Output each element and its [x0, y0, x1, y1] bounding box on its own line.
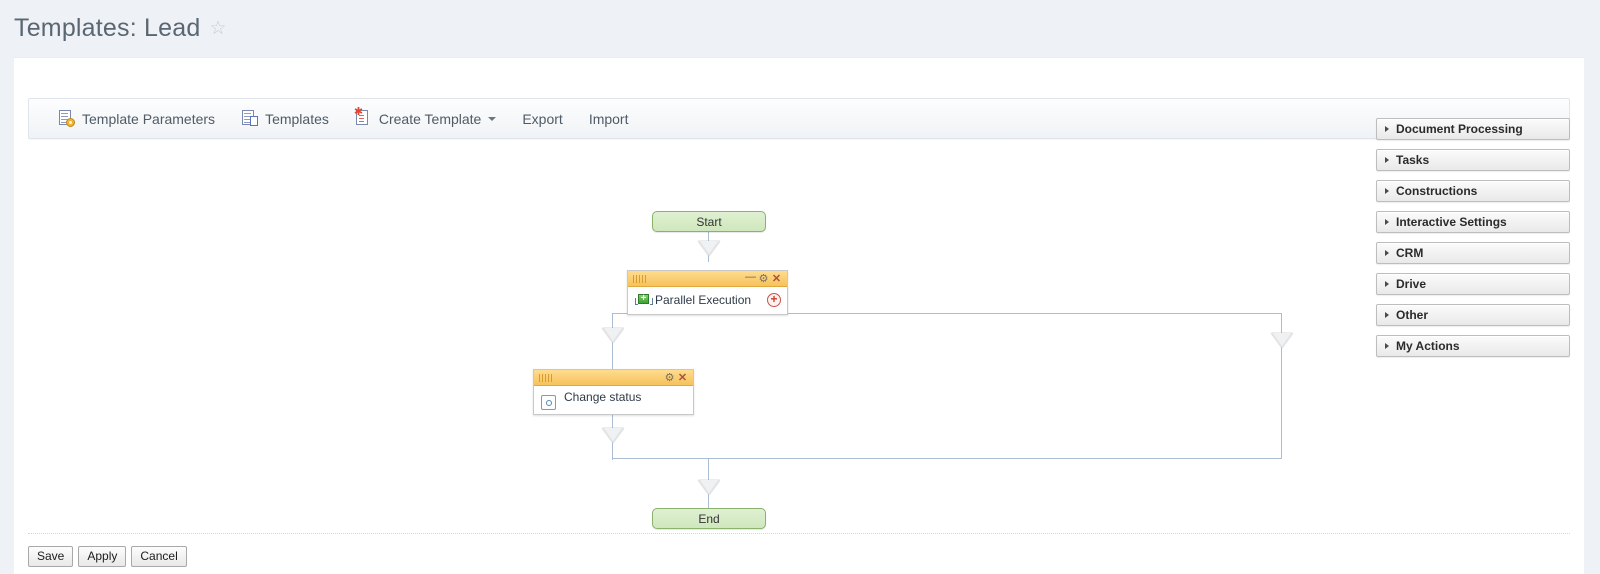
workflow-node-change-status[interactable]: ⚙ ✕ Change status — [533, 369, 694, 415]
node-body: Parallel Execution + — [628, 287, 787, 325]
chevron-right-icon — [1385, 343, 1389, 349]
add-activity-icon[interactable]: + — [767, 293, 781, 307]
palette-item-label: Constructions — [1396, 184, 1478, 198]
toolbar-item-label: Template Parameters — [82, 110, 216, 127]
toolbar-item-label: Create Template — [378, 110, 482, 127]
toolbar-item-label: Import — [588, 110, 629, 127]
node-body: Change status — [534, 386, 693, 427]
connector-parallel-split — [612, 313, 1282, 314]
toolbar-item-export[interactable]: Export — [509, 99, 575, 138]
palette-item-drive[interactable]: Drive — [1376, 273, 1570, 295]
toolbar: Template Parameters Templates ✱ Create T… — [28, 98, 1570, 139]
chevron-right-icon — [1385, 188, 1389, 194]
node-label: Change status — [564, 390, 642, 404]
palette-item-constructions[interactable]: Constructions — [1376, 180, 1570, 202]
workflow-node-parallel-execution[interactable]: — ⚙ ✕ Parallel Execution + — [627, 270, 788, 315]
gear-icon[interactable]: ⚙ — [758, 273, 769, 285]
document-list-icon — [241, 110, 259, 127]
workflow-start-node[interactable]: Start — [652, 211, 766, 232]
activity-palette: Document Processing Tasks Constructions … — [1376, 118, 1570, 366]
palette-item-tasks[interactable]: Tasks — [1376, 149, 1570, 171]
workflow-canvas[interactable]: Start — ⚙ ✕ Parallel Execution + — [14, 153, 1584, 538]
chevron-down-icon — [488, 116, 497, 121]
arrow-head-icon — [698, 241, 720, 256]
chevron-right-icon — [1385, 281, 1389, 287]
palette-item-label: Interactive Settings — [1396, 215, 1507, 229]
chevron-right-icon — [1385, 250, 1389, 256]
parallel-execution-icon — [635, 293, 653, 306]
arrow-head-icon — [602, 428, 624, 443]
node-title-bar[interactable]: ⚙ ✕ — [534, 370, 693, 386]
arrow-head-icon — [1271, 333, 1293, 348]
page-header: Templates: Lead ☆ — [0, 0, 1600, 57]
node-label: Start — [696, 214, 722, 229]
palette-item-label: Drive — [1396, 277, 1427, 291]
connector-join — [612, 458, 1282, 459]
palette-item-label: CRM — [1396, 246, 1424, 260]
palette-item-other[interactable]: Other — [1376, 304, 1570, 326]
close-icon[interactable]: ✕ — [677, 372, 688, 384]
arrow-head-icon — [698, 480, 720, 495]
gear-icon[interactable]: ⚙ — [664, 372, 675, 384]
palette-item-document-processing[interactable]: Document Processing — [1376, 118, 1570, 140]
content-panel: Template Parameters Templates ✱ Create T… — [14, 57, 1584, 574]
palette-item-interactive-settings[interactable]: Interactive Settings — [1376, 211, 1570, 233]
palette-item-label: Document Processing — [1396, 122, 1523, 136]
close-icon[interactable]: ✕ — [771, 273, 782, 285]
save-button[interactable]: Save — [28, 546, 74, 567]
chevron-right-icon — [1385, 219, 1389, 225]
chevron-right-icon — [1385, 126, 1389, 132]
palette-item-label: My Actions — [1396, 339, 1460, 353]
node-label: Parallel Execution — [655, 293, 752, 307]
palette-item-crm[interactable]: CRM — [1376, 242, 1570, 264]
toolbar-item-templates[interactable]: Templates — [228, 99, 342, 138]
toolbar-item-import[interactable]: Import — [576, 99, 642, 138]
footer-actions: Save Apply Cancel — [28, 546, 187, 567]
arrow-head-icon — [602, 328, 624, 343]
chevron-right-icon — [1385, 157, 1389, 163]
palette-item-label: Tasks — [1396, 153, 1430, 167]
star-icon[interactable]: ☆ — [209, 18, 227, 39]
drag-handle-icon[interactable] — [539, 373, 552, 382]
change-status-icon — [541, 395, 556, 410]
node-label: End — [698, 511, 720, 526]
connector-parallel-left-down — [612, 313, 613, 423]
chevron-right-icon — [1385, 312, 1389, 318]
cancel-button[interactable]: Cancel — [131, 546, 187, 567]
document-gear-icon — [58, 110, 75, 127]
document-new-icon: ✱ — [354, 107, 372, 127]
toolbar-item-create-template[interactable]: ✱ Create Template — [342, 99, 509, 138]
connector-parallel-right-down — [1281, 313, 1282, 458]
node-title-bar[interactable]: — ⚙ ✕ — [628, 271, 787, 287]
palette-item-my-actions[interactable]: My Actions — [1376, 335, 1570, 357]
palette-item-label: Other — [1396, 308, 1429, 322]
page-title: Templates: Lead — [14, 14, 201, 42]
apply-button[interactable]: Apply — [78, 546, 127, 567]
toolbar-item-template-parameters[interactable]: Template Parameters — [45, 99, 228, 138]
workflow-end-node[interactable]: End — [652, 508, 766, 529]
toolbar-item-label: Export — [522, 110, 563, 127]
toolbar-item-label: Templates — [265, 110, 329, 127]
minimize-icon[interactable]: — — [745, 270, 756, 283]
drag-handle-icon[interactable] — [633, 274, 646, 283]
footer-divider — [28, 533, 1570, 534]
